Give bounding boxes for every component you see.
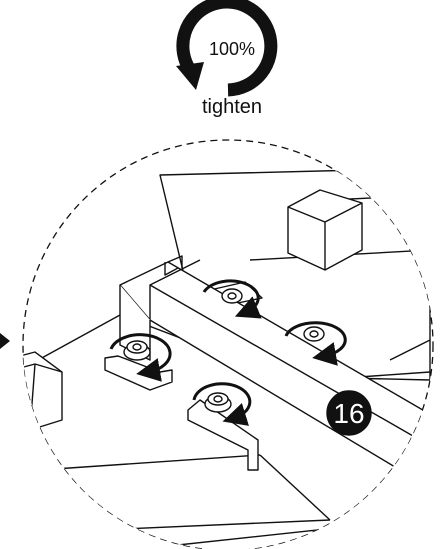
clockwise-tighten-arrow-icon (192, 382, 252, 426)
clockwise-rotation-arrow-icon (176, 0, 278, 97)
pointer-arrow-icon (0, 333, 10, 349)
screw-back-right (303, 326, 325, 342)
detail-drawing: 16 (23, 169, 433, 549)
clockwise-tighten-arrow-icon (202, 279, 262, 319)
screw-back-left (221, 288, 243, 304)
step-number: 16 (333, 398, 364, 429)
clockwise-tighten-arrow-icon (109, 333, 172, 382)
tighten-instruction: 100% tighten (176, 0, 278, 118)
percent-label: 100% (209, 39, 255, 59)
tighten-label: tighten (202, 96, 262, 118)
detail-view-circle (22, 139, 434, 549)
screw-front-left (123, 340, 151, 361)
step-badge: 16 (326, 390, 372, 436)
screw-front-center (204, 392, 232, 413)
clockwise-tighten-arrow-icon (284, 321, 347, 366)
